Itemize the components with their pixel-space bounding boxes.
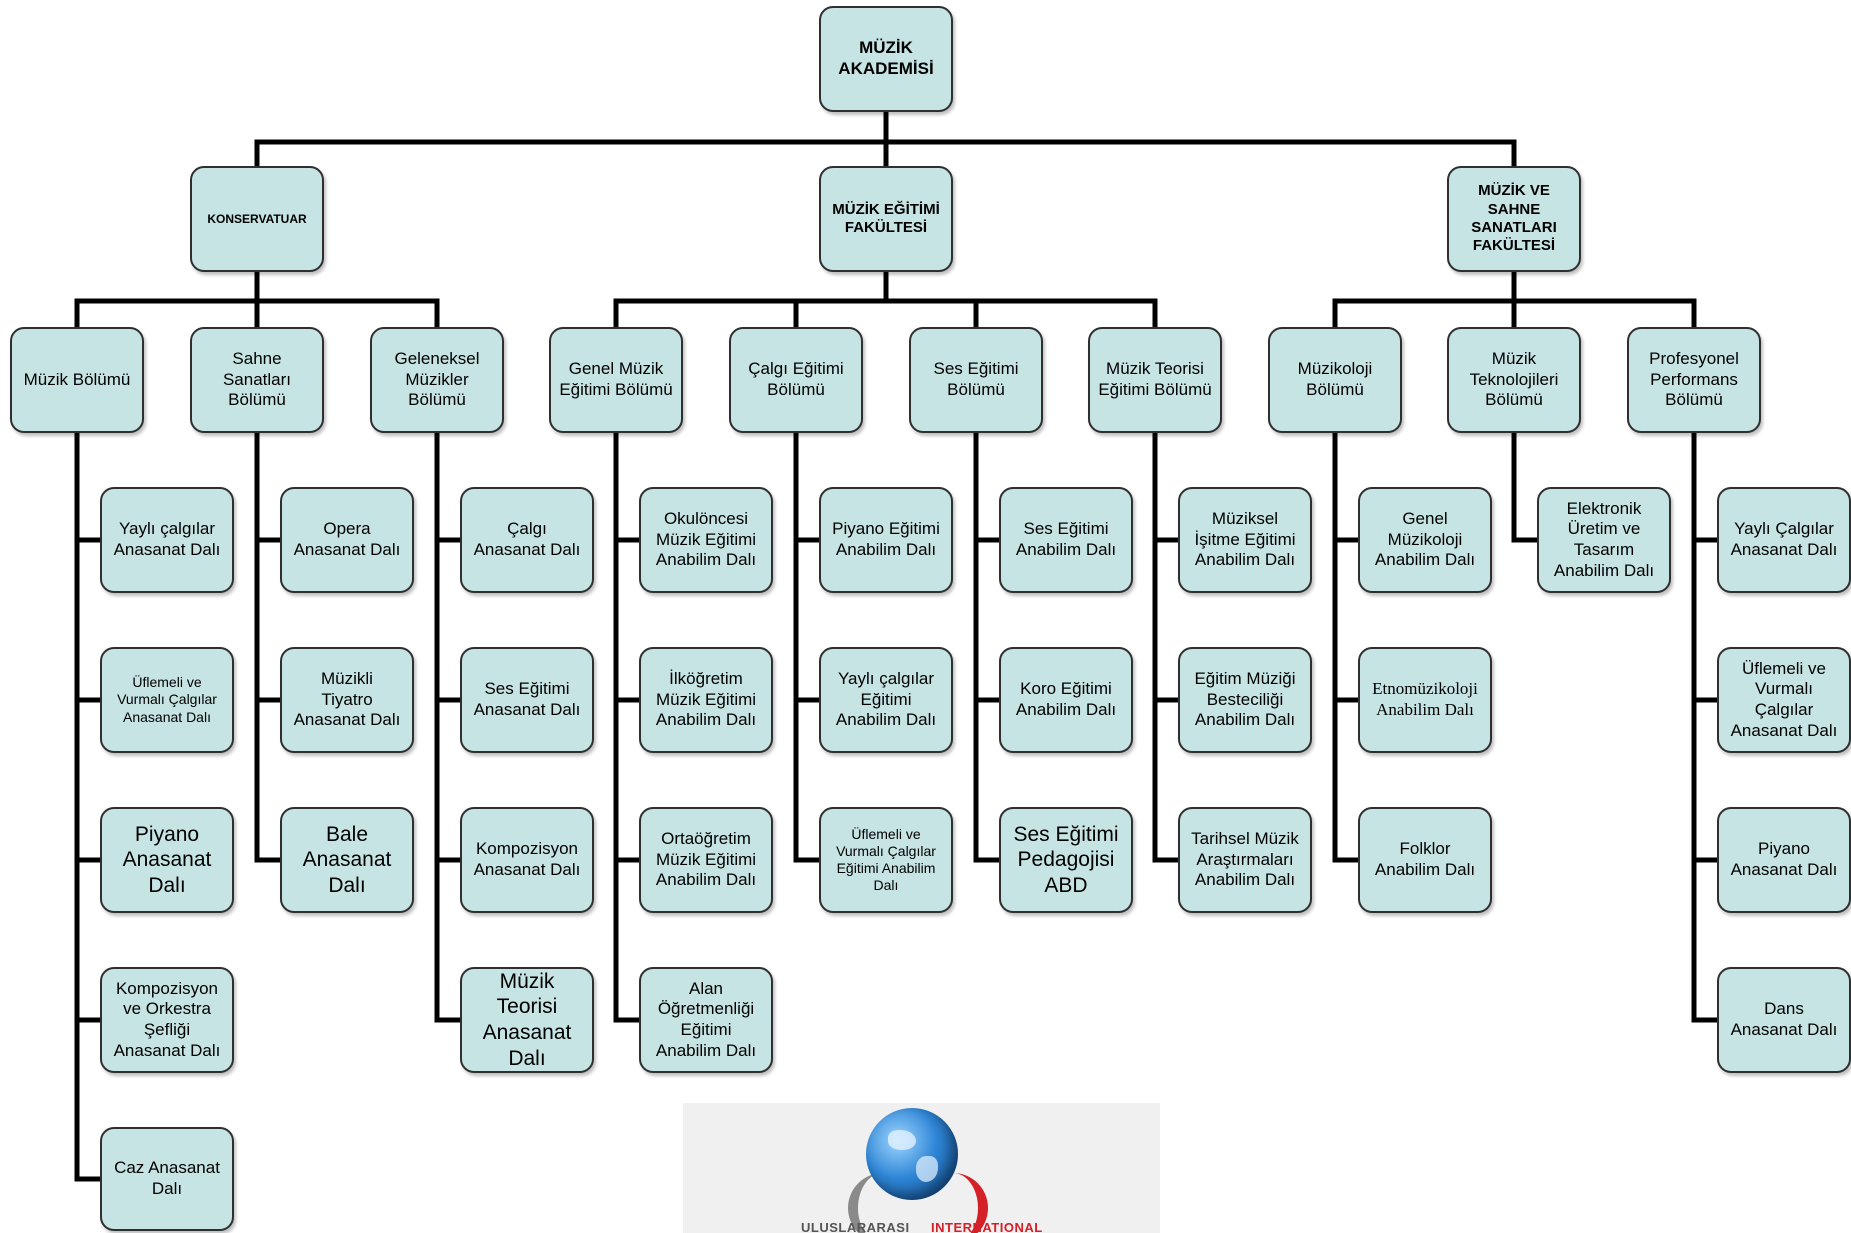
department-muzik-teknolojileri: Müzik Teknolojileri Bölümü [1447,327,1581,433]
leaf-node: Piyano Anasanat Dalı [100,807,234,913]
logo-text-right: INTERNATIONAL [931,1220,1043,1233]
leaf-node: Yaylı çalgılar Anasanat Dalı [100,487,234,593]
leaf-node: Bale Anasanat Dalı [280,807,414,913]
leaf-node: Piyano Anasanat Dalı [1717,807,1851,913]
leaf-node: Elektronik Üretim ve Tasarım Anabilim Da… [1537,487,1671,593]
leaf-node: Dans Anasanat Dalı [1717,967,1851,1073]
leaf-node: Ses Eğitimi Pedagojisi ABD [999,807,1133,913]
leaf-node: Yaylı Çalgılar Anasanat Dalı [1717,487,1851,593]
leaf-node: Yaylı çalgılar Eğitimi Anabilim Dalı [819,647,953,753]
leaf-node: Eğitim Müziği Besteciliği Anabilim Dalı [1178,647,1312,753]
logo-text-left: ULUSLARARASI [801,1220,910,1233]
leaf-node: Ortaöğretim Müzik Eğitimi Anabilim Dalı [639,807,773,913]
leaf-node: Ses Eğitimi Anasanat Dalı [460,647,594,753]
leaf-node: Üflemeli ve Vurmalı Çalgılar Eğitimi Ana… [819,807,953,913]
leaf-node: Çalgı Anasanat Dalı [460,487,594,593]
leaf-node: Üflemeli ve Vurmalı Çalgılar Anasanat Da… [100,647,234,753]
leaf-node: Folklor Anabilim Dalı [1358,807,1492,913]
faculty-muzik-ve-sahne-sanatlari: MÜZİK VE SAHNE SANATLARI FAKÜLTESİ [1447,166,1581,272]
leaf-node: Müziksel İşitme Eğitimi Anabilim Dalı [1178,487,1312,593]
leaf-node: Piyano Eğitimi Anabilim Dalı [819,487,953,593]
leaf-node: Okulöncesi Müzik Eğitimi Anabilim Dalı [639,487,773,593]
department-muzik-bolumu: Müzik Bölümü [10,327,144,433]
leaf-node: Ses Eğitimi Anabilim Dalı [999,487,1133,593]
department-muzikoloji: Müzikoloji Bölümü [1268,327,1402,433]
department-genel-muzik-egitimi: Genel Müzik Eğitimi Bölümü [549,327,683,433]
department-profesyonel-performans: Profesyonel Performans Bölümü [1627,327,1761,433]
department-calgi-egitimi: Çalgı Eğitimi Bölümü [729,327,863,433]
department-muzik-teorisi-egitimi: Müzik Teorisi Eğitimi Bölümü [1088,327,1222,433]
leaf-node: Müzik Teorisi Anasanat Dalı [460,967,594,1073]
leaf-node: Kompozisyon ve Orkestra Şefliği Anasanat… [100,967,234,1073]
leaf-node: Müzikli Tiyatro Anasanat Dalı [280,647,414,753]
logo-swoosh-left [848,1173,918,1233]
leaf-node: Opera Anasanat Dalı [280,487,414,593]
logo: ULUSLARARASI INTERNATIONAL [683,1103,1160,1233]
leaf-node: Kompozisyon Anasanat Dalı [460,807,594,913]
root-node-muzik-akademisi: MÜZİK AKADEMİSİ [819,6,953,112]
department-sahne-sanatlari: Sahne Sanatları Bölümü [190,327,324,433]
leaf-node: Genel Müzikoloji Anabilim Dalı [1358,487,1492,593]
leaf-node: İlköğretim Müzik Eğitimi Anabilim Dalı [639,647,773,753]
faculty-konservatuar: KONSERVATUAR [190,166,324,272]
leaf-node: Alan Öğretmenliği Eğitimi Anabilim Dalı [639,967,773,1073]
leaf-node: Etnomüzikoloji Anabilim Dalı [1358,647,1492,753]
leaf-node: Koro Eğitimi Anabilim Dalı [999,647,1133,753]
leaf-node: Üflemeli ve Vurmalı Çalgılar Anasanat Da… [1717,647,1851,753]
department-ses-egitimi: Ses Eğitimi Bölümü [909,327,1043,433]
department-geleneksel-muzikler: Geleneksel Müzikler Bölümü [370,327,504,433]
faculty-muzik-egitimi: MÜZİK EĞİTİMİ FAKÜLTESİ [819,166,953,272]
logo-swoosh-right [918,1173,988,1233]
globe-icon [866,1108,958,1200]
leaf-node: Caz Anasanat Dalı [100,1127,234,1231]
leaf-node: Tarihsel Müzik Araştırmaları Anabilim Da… [1178,807,1312,913]
